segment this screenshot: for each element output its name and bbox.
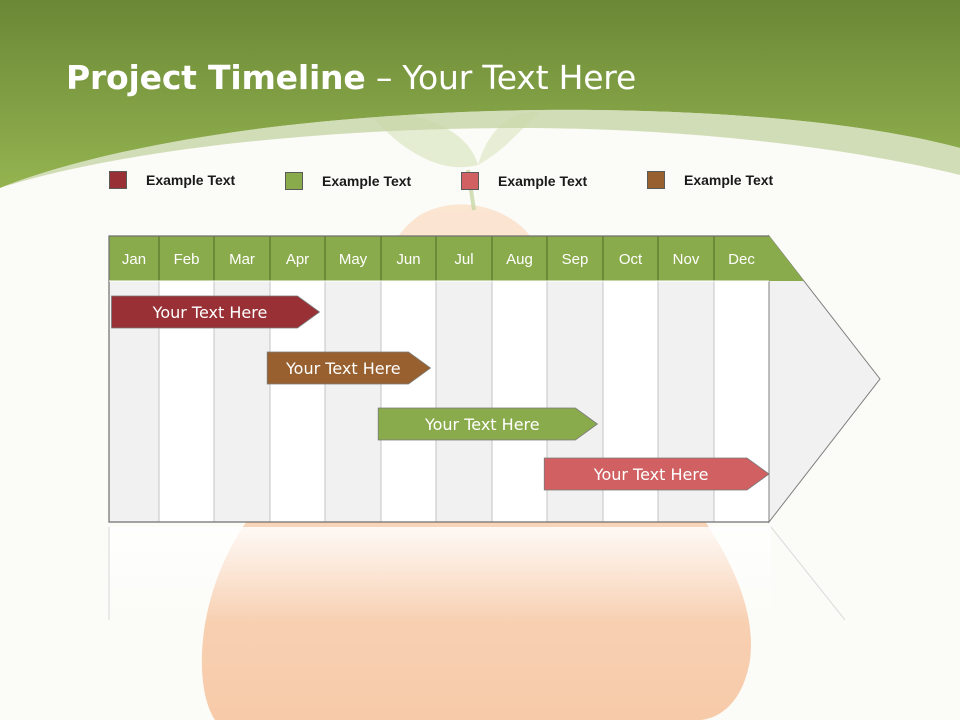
month-label: Feb <box>174 251 200 268</box>
timeline-outline <box>108 235 769 523</box>
legend-label: Example Text <box>146 172 236 188</box>
timeline-reflection <box>109 527 771 622</box>
month-column <box>436 281 492 522</box>
month-label: Jan <box>122 251 146 268</box>
month-label: Nov <box>673 251 700 268</box>
month-label: Mar <box>229 251 255 268</box>
task-label: Your Text Here <box>593 465 709 484</box>
month-column <box>381 281 436 522</box>
month-label: Aug <box>506 251 533 268</box>
task-bar <box>266 351 432 385</box>
legend-swatch <box>285 172 303 190</box>
month-label: Oct <box>619 251 643 268</box>
legend-label: Example Text <box>684 172 774 188</box>
header-swoosh <box>0 109 960 188</box>
month-column <box>325 281 381 522</box>
arrowhead-header <box>769 236 804 281</box>
timeline-arrowhead <box>768 234 881 524</box>
month-label: Sep <box>562 251 589 268</box>
legend-label: Example Text <box>498 173 588 189</box>
task-bar <box>111 295 321 329</box>
month-column <box>492 281 547 522</box>
legend-swatch <box>109 171 127 189</box>
month-label: Apr <box>286 251 309 268</box>
task-bar <box>377 407 599 441</box>
task-label: Your Text Here <box>424 415 540 434</box>
legend-label: Example Text <box>322 173 412 189</box>
task-bar <box>543 457 770 491</box>
month-label: May <box>339 251 368 268</box>
month-label: Jul <box>454 251 473 268</box>
month-header-band <box>109 236 769 281</box>
legend-swatch <box>461 172 479 190</box>
page-title: Project Timeline – Your Text Here <box>66 58 637 97</box>
header-banner <box>0 0 960 188</box>
month-label: Jun <box>396 251 420 268</box>
task-label: Your Text Here <box>285 359 401 378</box>
task-label: Your Text Here <box>152 303 268 322</box>
legend-swatch <box>647 171 665 189</box>
month-label: Dec <box>728 251 755 268</box>
